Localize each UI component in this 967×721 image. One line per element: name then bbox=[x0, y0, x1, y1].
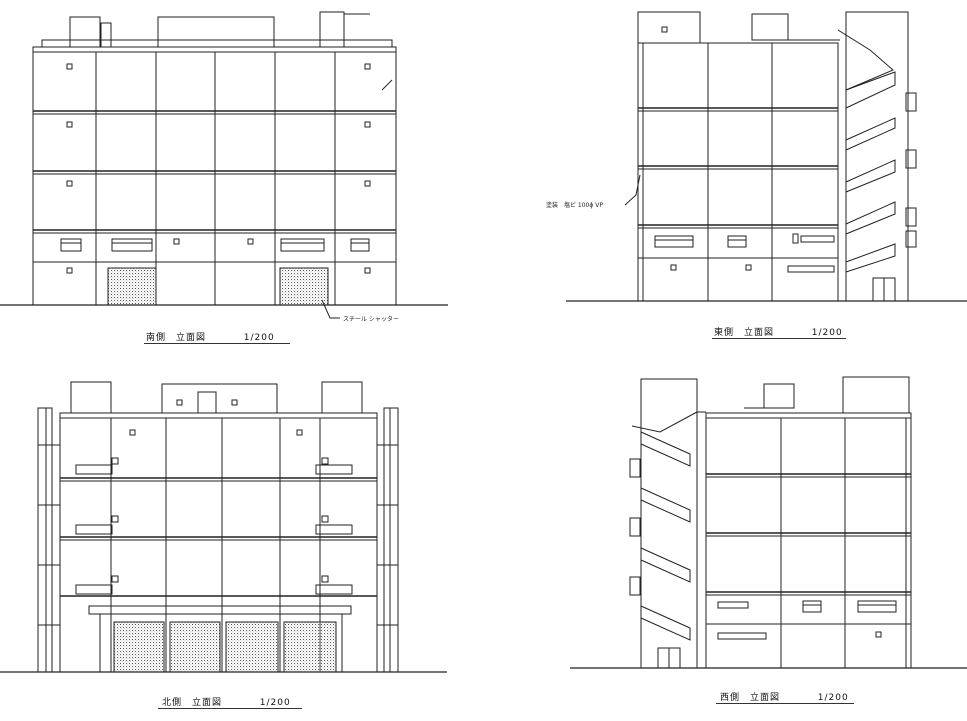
downpipe-note: 塗装 塩ビ 100ϕ VP bbox=[546, 202, 603, 209]
north-elevation-scale: 1/200 bbox=[259, 698, 291, 708]
north-elevation-label: 北側 立面図 bbox=[162, 698, 223, 708]
east-elevation-label: 東側 立面図 bbox=[714, 328, 775, 338]
north-elevation-title: 北側 立面図 1/200 bbox=[162, 695, 291, 708]
east-elevation bbox=[566, 12, 967, 301]
west-caption-underline bbox=[716, 703, 854, 704]
south-elevation-title: 南側 立面図 1/200 bbox=[146, 330, 275, 343]
east-caption-underline bbox=[712, 338, 846, 339]
south-elevation-label: 南側 立面図 bbox=[146, 333, 207, 343]
shutter-note: スチール シャッター bbox=[343, 316, 399, 323]
west-elevation bbox=[570, 377, 967, 668]
south-elevation bbox=[0, 12, 448, 318]
south-caption-underline bbox=[144, 343, 290, 344]
east-elevation-scale: 1/200 bbox=[811, 328, 843, 338]
east-elevation-title: 東側 立面図 1/200 bbox=[714, 325, 843, 338]
north-elevation bbox=[0, 382, 447, 672]
south-elevation-scale: 1/200 bbox=[243, 333, 275, 343]
north-caption-underline bbox=[158, 708, 302, 709]
west-elevation-scale: 1/200 bbox=[817, 693, 849, 703]
west-elevation-title: 西側 立面図 1/200 bbox=[720, 690, 849, 703]
west-elevation-label: 西側 立面図 bbox=[720, 693, 781, 703]
